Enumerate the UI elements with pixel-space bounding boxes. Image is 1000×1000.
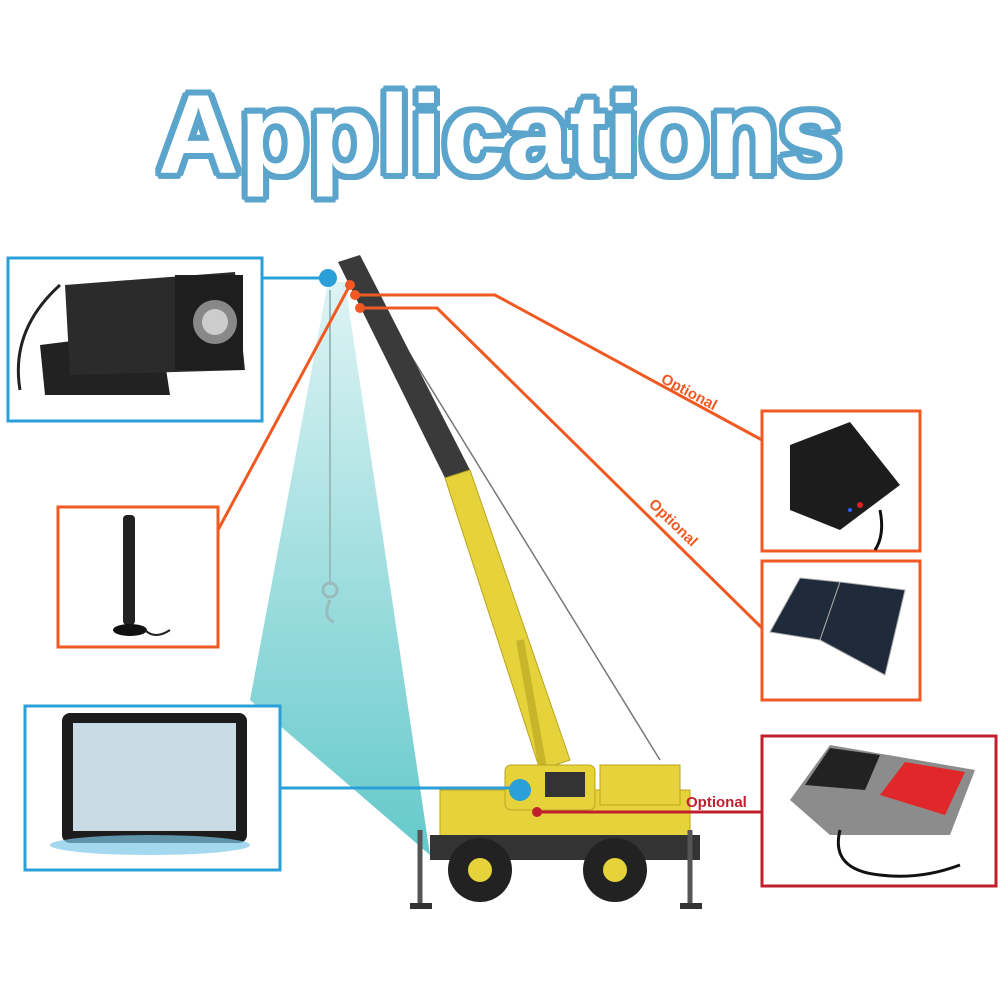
solar-panel-product-box: [760, 559, 922, 702]
monitor-icon: [50, 713, 250, 855]
pedal-mount-point: [532, 807, 542, 817]
optional-label-pedal: Optional: [686, 794, 747, 811]
solar-panel-icon: [769, 577, 906, 676]
camera-product-box: [6, 256, 264, 423]
battery-mount-point: [350, 290, 360, 300]
page-title: Applications: [157, 72, 843, 197]
antenna-mount-point: [345, 280, 355, 290]
solar-mount-point: [355, 303, 365, 313]
antenna-connector-line: [216, 284, 352, 531]
battery-connector-line: [355, 293, 763, 442]
monitor-product-box: [23, 704, 282, 872]
battery-icon: [790, 422, 900, 551]
crane-illustration: [321, 255, 702, 909]
battery-product-box: [760, 409, 922, 553]
monitor-mount-point: [509, 779, 531, 801]
optional-label-battery: Optional: [658, 371, 720, 415]
foot-pedal-product-box: [760, 734, 998, 888]
camera-icon: [16, 272, 245, 395]
camera-mount-point: [319, 269, 337, 287]
antenna-icon: [113, 515, 171, 636]
antenna-product-box: [56, 505, 220, 649]
foot-pedal-icon: [790, 745, 975, 878]
solar-connector-line: [360, 306, 764, 630]
camera-view-beam: [250, 282, 430, 855]
